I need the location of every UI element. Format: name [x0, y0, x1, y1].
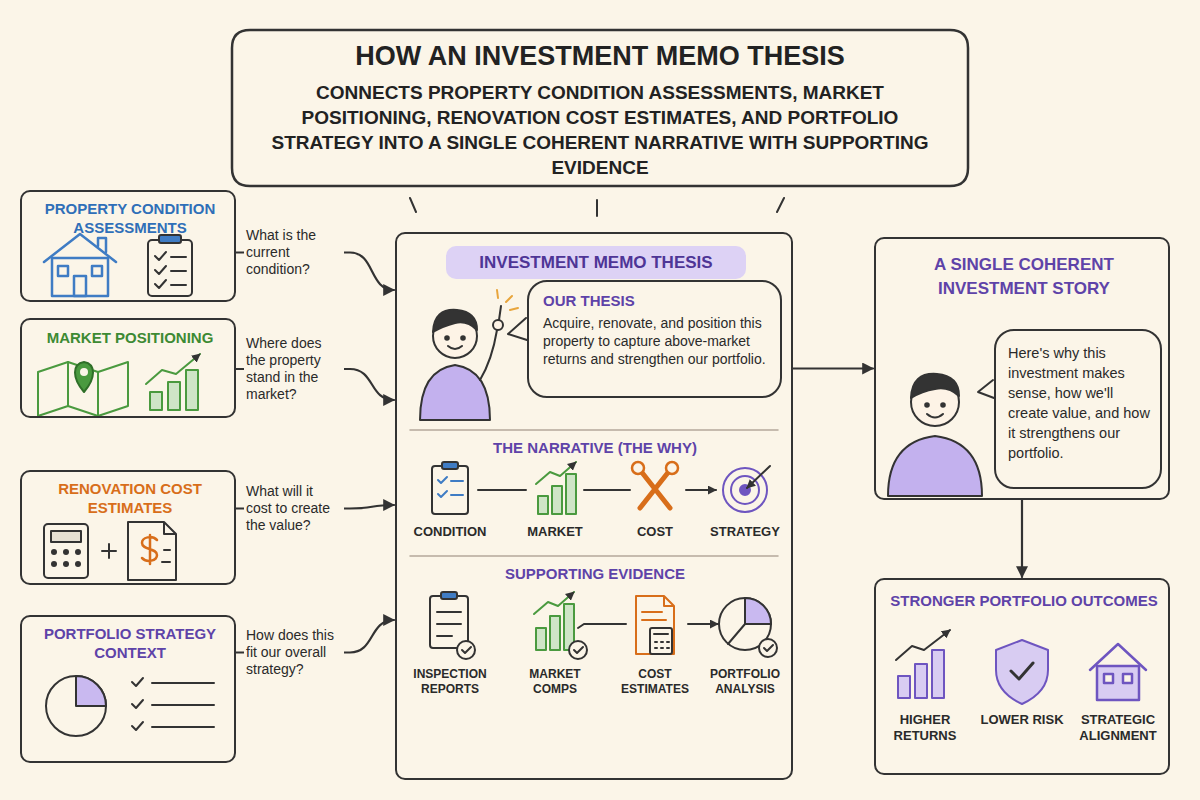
node-heading: PROPERTY CONDITION ASSESSMENTS	[28, 200, 232, 238]
section-box: MARKET POSITIONING	[20, 318, 236, 418]
node-heading: Here's why this investment makes sense, …	[1008, 343, 1152, 463]
edge-label: How does this fit our overall strategy?	[244, 626, 344, 679]
text-label: STRATEGIC ALIGNMENT	[1070, 712, 1166, 745]
connector-arrow	[793, 367, 873, 369]
section-box: INVESTMENT MEMO THESIS OUR THESIS Acquire,…	[395, 232, 793, 780]
text-label: THE NARRATIVE (THE WHY)	[400, 439, 790, 458]
speech-bubble: Here's why this investment makes sense, …	[994, 329, 1162, 489]
section-box: STRONGER PORTFOLIO OUTCOMES	[874, 578, 1170, 775]
section-box: PROPERTY CONDITION ASSESSMENTS	[20, 190, 236, 302]
edge-label: What is the current condition?	[244, 226, 344, 279]
edge-label: Where does the property stand in the mar…	[244, 334, 344, 404]
section-box: RENOVATION COST ESTIMATES	[20, 470, 236, 585]
text-label: LOWER RISK	[974, 712, 1070, 728]
text-label: SUPPORTING EVIDENCE	[400, 565, 790, 584]
text-label: COST	[610, 524, 700, 540]
text-label: MARKET COMPS	[510, 667, 600, 697]
node-heading: MARKET POSITIONING	[28, 329, 232, 348]
connector-arrow	[1021, 500, 1023, 577]
edge-label: What will it cost to create the value?	[244, 482, 344, 535]
speech-bubble: OUR THESIS Acquire, renovate, and positio…	[527, 280, 782, 398]
text-label: STRATEGY	[700, 524, 790, 540]
node-heading: INVESTMENT MEMO THESIS	[446, 246, 746, 279]
text-label: INSPECTION REPORTS	[405, 667, 495, 697]
node-heading: OUR THESIS	[543, 292, 770, 311]
node-heading: PORTFOLIO STRATEGY CONTEXT	[28, 625, 232, 663]
node-heading: RENOVATION COST ESTIMATES	[28, 480, 232, 518]
text-label: PORTFOLIO ANALYSIS	[700, 667, 790, 697]
text-label: COST ESTIMATES	[610, 667, 700, 697]
text-label: CONDITION	[405, 524, 495, 540]
node-heading: A SINGLE COHERENT INVESTMENT STORY	[884, 253, 1164, 301]
node-body: Acquire, renovate, and position this pro…	[543, 314, 770, 368]
text-label: MARKET	[510, 524, 600, 540]
text-label: HIGHER RETURNS	[877, 712, 973, 745]
node-heading: STRONGER PORTFOLIO OUTCOMES	[880, 592, 1168, 611]
text-label: CONNECTS PROPERTY CONDITION ASSESSMENTS,…	[250, 80, 950, 180]
section-box: A SINGLE COHERENT INVESTMENT STORY Here's…	[874, 237, 1170, 500]
diagram-title: HOW AN INVESTMENT MEMO THESIS	[250, 40, 950, 74]
section-box: PORTFOLIO STRATEGY CONTEXT	[20, 615, 236, 763]
